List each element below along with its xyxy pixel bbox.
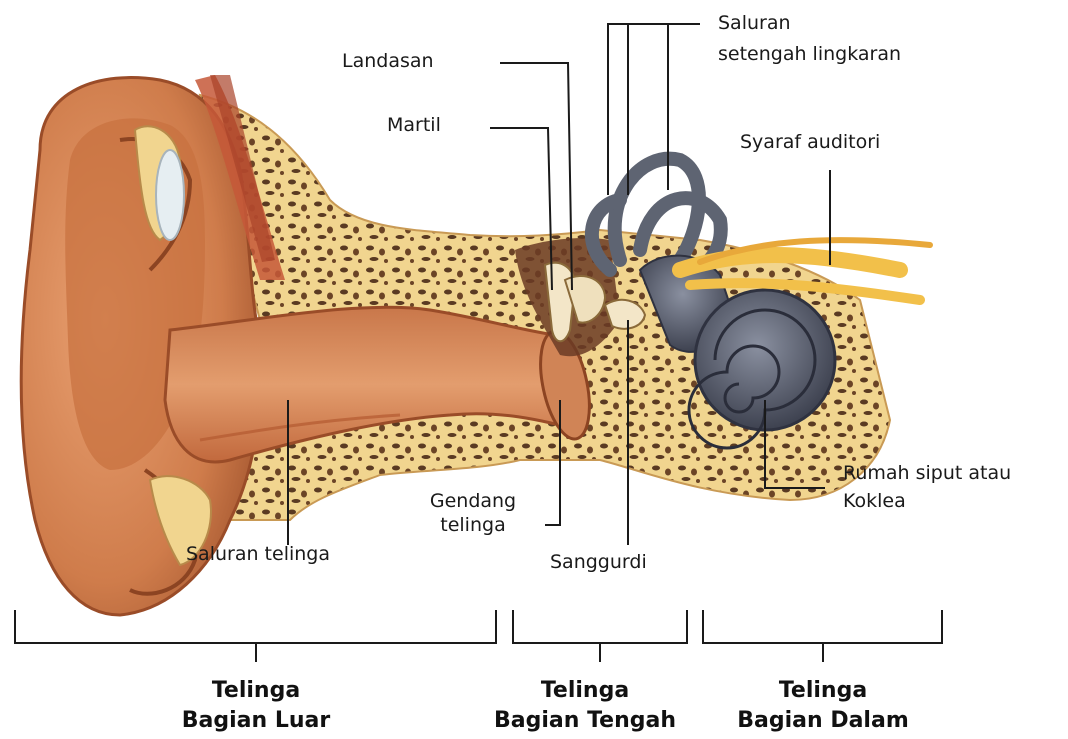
- label-saluran-setengah-line1: Saluran: [718, 12, 791, 34]
- section-middle-line1: Telinga: [470, 676, 700, 706]
- section-outer-line1: Telinga: [156, 676, 356, 706]
- section-middle-line2: Bagian Tengah: [470, 706, 700, 736]
- label-gendang-line2: telinga: [408, 514, 538, 536]
- label-syaraf-auditori: Syaraf auditori: [740, 131, 880, 153]
- section-inner-line2: Bagian Dalam: [723, 706, 923, 736]
- label-rumah-siput-line2: Koklea: [843, 490, 906, 512]
- label-saluran-setengah-line2: setengah lingkaran: [718, 43, 901, 65]
- label-landasan: Landasan: [342, 50, 434, 72]
- section-inner-line1: Telinga: [723, 676, 923, 706]
- bracket-inner: [703, 610, 942, 662]
- section-brackets: [15, 610, 942, 662]
- bracket-outer: [15, 610, 496, 662]
- label-gendang-line1: Gendang: [408, 490, 538, 512]
- bracket-middle: [513, 610, 687, 662]
- label-martil: Martil: [387, 114, 441, 136]
- label-saluran-telinga: Saluran telinga: [186, 543, 330, 565]
- label-sanggurdi: Sanggurdi: [550, 551, 647, 573]
- section-outer-line2: Bagian Luar: [156, 706, 356, 736]
- label-rumah-siput-line1: Rumah siput atau: [843, 462, 1011, 484]
